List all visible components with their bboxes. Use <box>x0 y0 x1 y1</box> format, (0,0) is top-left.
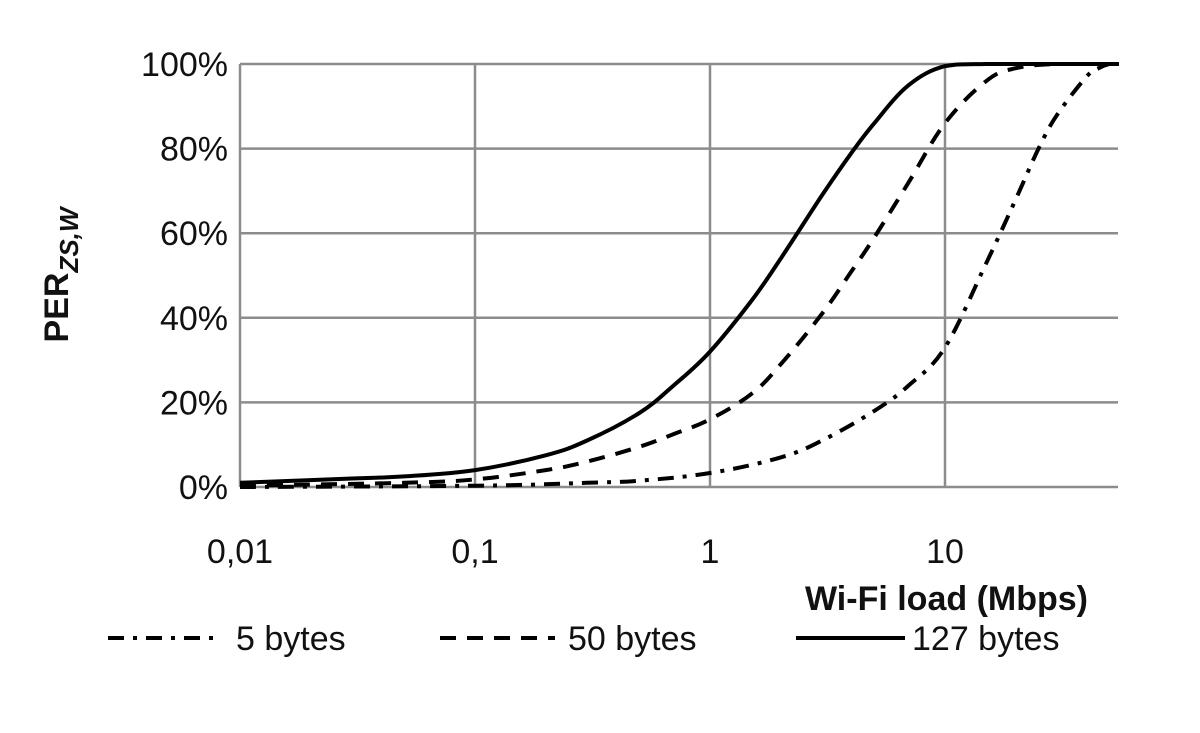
y-tick-label: 0% <box>179 469 228 507</box>
legend: 5 bytes 50 bytes 127 bytes <box>108 620 1059 658</box>
legend-item: 5 bytes <box>108 620 346 658</box>
y-axis-title-main: PER <box>38 273 76 343</box>
x-tick-label: 0,1 <box>451 533 498 571</box>
legend-label: 5 bytes <box>236 620 346 658</box>
y-tick-labels: 0% 20% 40% 60% 80% 100% <box>141 46 228 507</box>
grid <box>238 62 1118 489</box>
series-line-127-bytes <box>239 61 1119 485</box>
y-axis-title: PERZS,W <box>38 205 84 342</box>
x-axis-title: Wi-Fi load (Mbps) <box>805 580 1088 618</box>
y-tick-label: 100% <box>141 46 228 84</box>
series-line-50-bytes <box>239 61 1119 488</box>
legend-item: 50 bytes <box>440 620 697 658</box>
series-line-5-bytes <box>239 61 1119 489</box>
y-tick-label: 40% <box>160 300 228 338</box>
x-tick-label: 0,01 <box>207 533 273 571</box>
y-tick-label: 80% <box>160 131 228 169</box>
x-tick-label: 10 <box>926 533 964 571</box>
x-tick-label: 1 <box>701 533 720 571</box>
y-tick-label: 60% <box>160 215 228 253</box>
legend-item: 127 bytes <box>796 620 1059 658</box>
series-lines <box>239 61 1119 489</box>
legend-label: 50 bytes <box>568 620 697 658</box>
x-tick-labels: 0,01 0,1 1 10 <box>207 533 964 571</box>
y-axis-title-subscript: ZS,W <box>54 205 84 273</box>
y-tick-label: 20% <box>160 384 228 422</box>
legend-label: 127 bytes <box>912 620 1059 658</box>
